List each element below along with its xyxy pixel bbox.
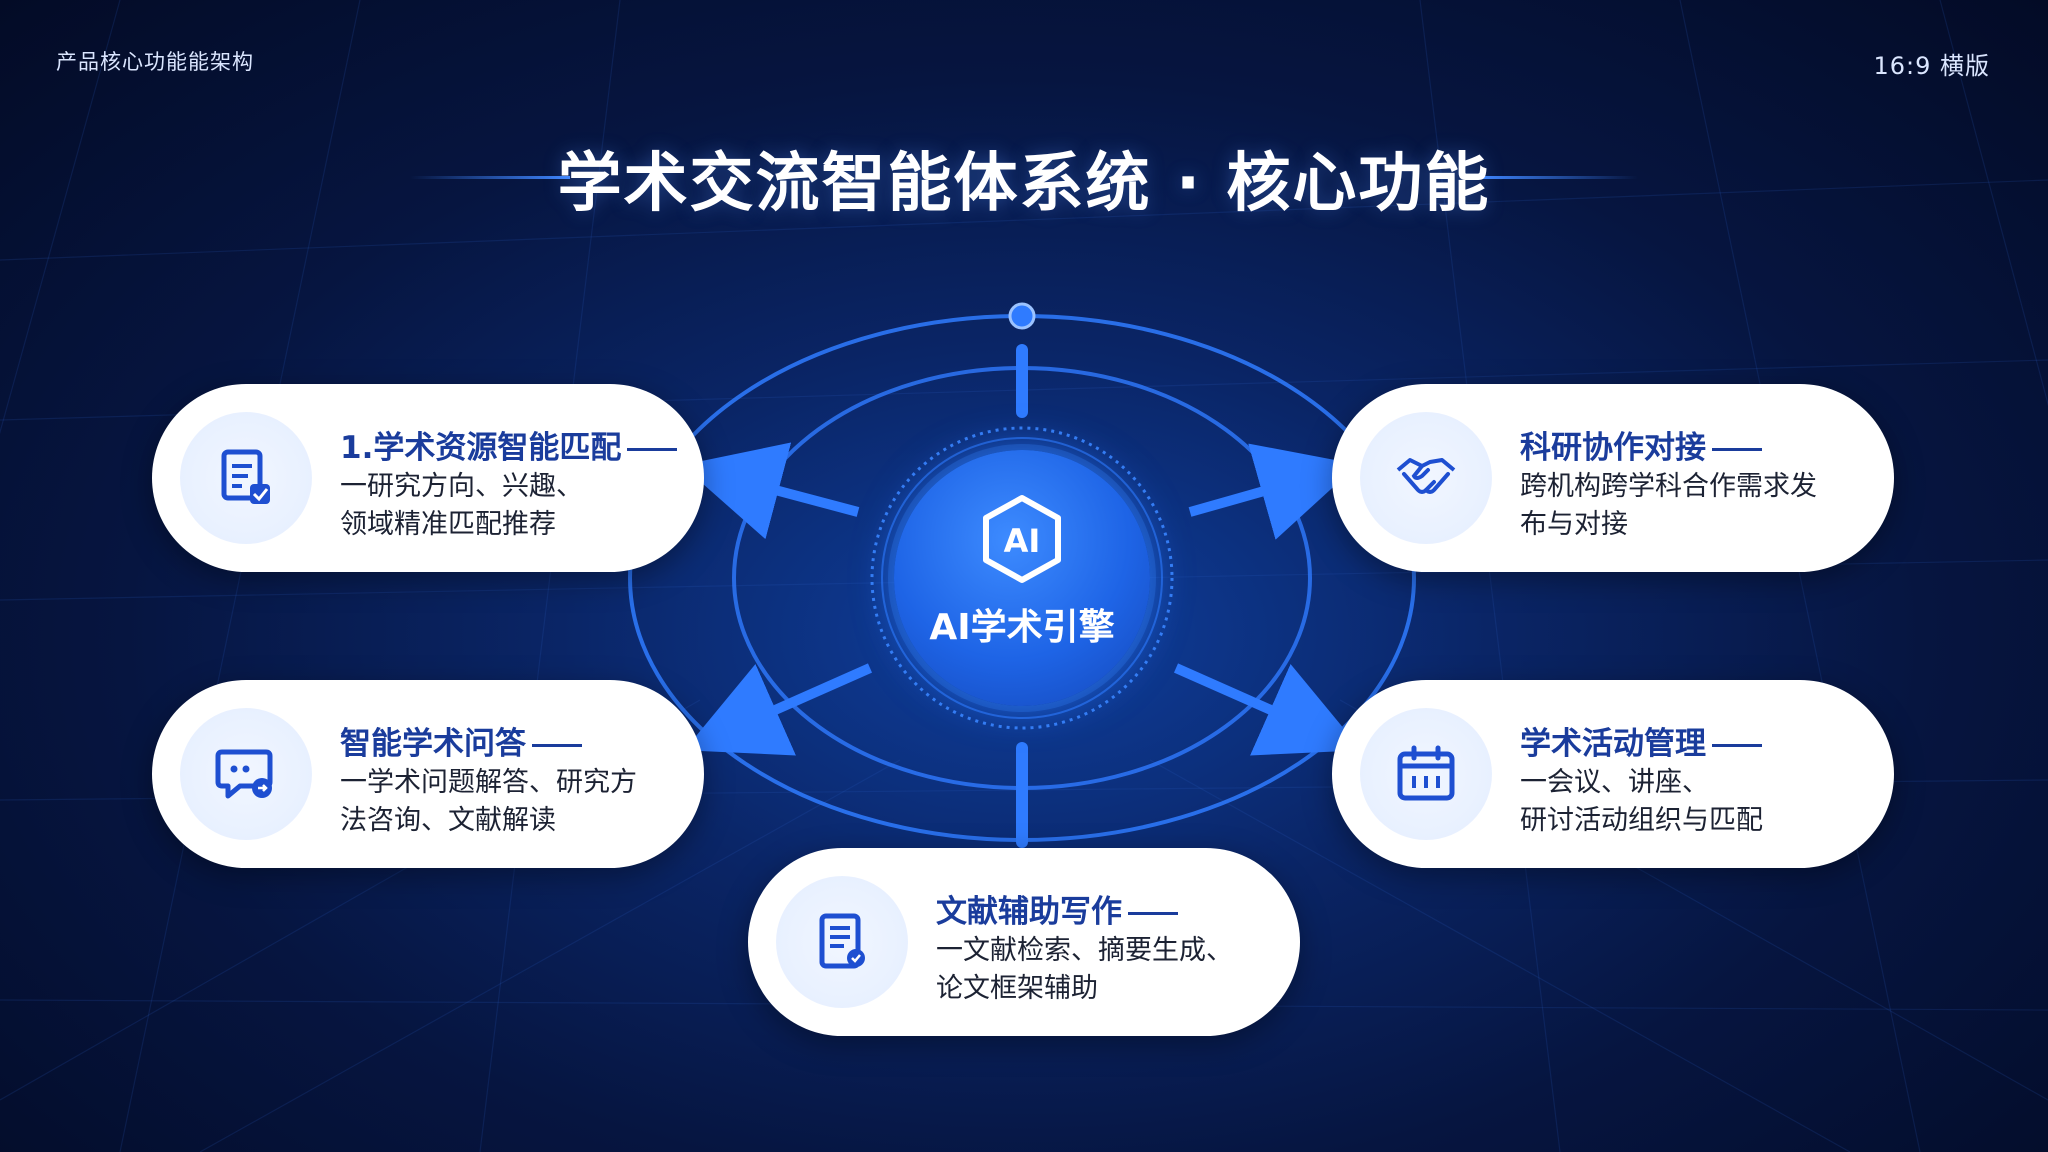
arrow-upper-right	[1188, 443, 1359, 540]
card-description: 跨机构跨学科合作需求发 布与对接	[1520, 471, 1817, 540]
card-title: 1.学术资源智能匹配	[340, 422, 678, 467]
inner-ring	[870, 426, 1174, 730]
title-line-left	[410, 176, 570, 179]
arrow-upper-left	[681, 442, 860, 540]
card-icon-wrap	[776, 876, 908, 1008]
arrow-lower-left	[684, 663, 873, 756]
header-left-label: 产品核心功能能架构	[56, 50, 254, 74]
arrow-lower-right	[1173, 663, 1362, 756]
card-title: 智能学术问答	[340, 718, 582, 763]
card-icon-wrap	[180, 412, 312, 544]
feature-card-academic-qa[interactable]: 智能学术问答 一学术问题解答、研究方 法咨询、文献解读	[152, 680, 704, 868]
card-title: 科研协作对接	[1520, 422, 1762, 467]
card-title: 文献辅助写作	[936, 886, 1178, 931]
card-icon-wrap	[1360, 708, 1492, 840]
card-description: 一文献检索、摘要生成、 论文框架辅助	[936, 935, 1233, 1004]
calendar-icon	[1397, 745, 1455, 801]
ai-icon-text: AI	[1004, 522, 1041, 560]
document-check-icon	[221, 449, 270, 504]
card-description: 一会议、讲座、 研讨活动组织与匹配	[1520, 767, 1763, 836]
feature-card-resource-matching[interactable]: 1.学术资源智能匹配 一研究方向、兴趣、 领域精准匹配推荐	[152, 384, 704, 572]
feature-card-writing-assist[interactable]: 文献辅助写作 一文献检索、摘要生成、 论文框架辅助	[748, 848, 1300, 1036]
card-description: 一学术问题解答、研究方 法咨询、文献解读	[340, 767, 637, 836]
card-description: 一研究方向、兴趣、 领域精准匹配推荐	[340, 471, 583, 540]
ai-hexagon-icon: AI	[983, 495, 1061, 583]
core-ring	[881, 437, 1163, 719]
card-icon-wrap	[180, 708, 312, 840]
core-label: AI学术引擎	[929, 607, 1115, 648]
document-edit-icon	[819, 913, 865, 969]
chat-bubble-icon	[215, 749, 273, 799]
feature-card-event-management[interactable]: 学术活动管理 一会议、讲座、 研讨活动组织与匹配	[1332, 680, 1894, 868]
handshake-icon	[1396, 458, 1456, 494]
top-node	[1008, 302, 1036, 330]
page-title: 学术交流智能体系统 · 核心功能	[557, 147, 1491, 221]
card-title: 学术活动管理	[1520, 718, 1762, 763]
card-icon-wrap	[1360, 412, 1492, 544]
title-line-right	[1478, 176, 1638, 179]
feature-card-research-collaboration[interactable]: 科研协作对接 跨机构跨学科合作需求发 布与对接	[1332, 384, 1894, 572]
header-right-label: 16:9 横版	[1873, 52, 1990, 80]
